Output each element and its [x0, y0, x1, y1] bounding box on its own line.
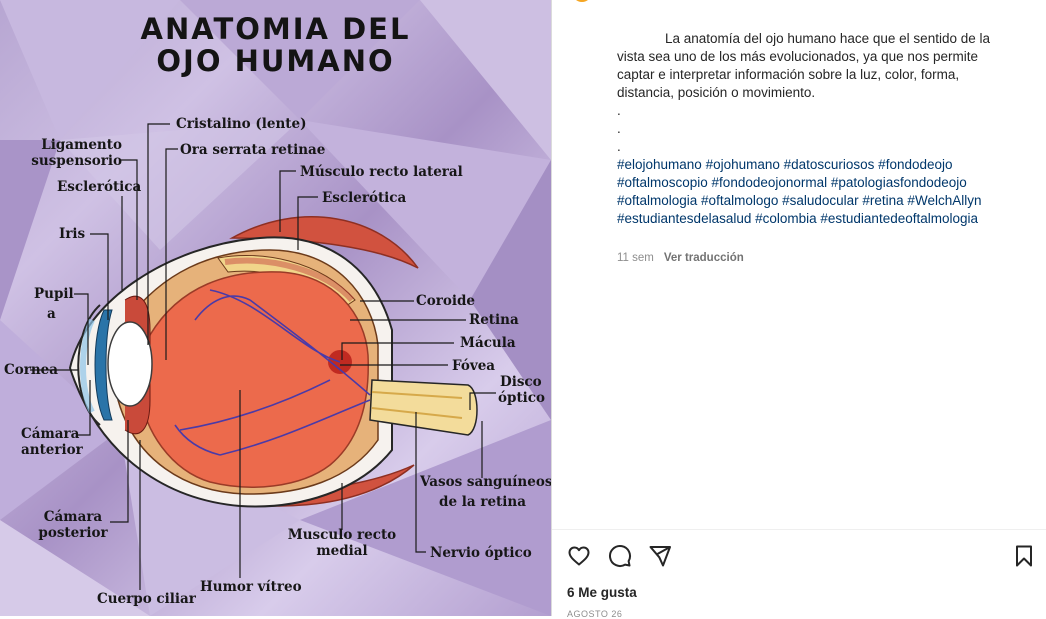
label-cornea: Cornea — [4, 362, 59, 378]
label-disco-2: óptico — [498, 390, 546, 406]
label-esclerotica-left: Esclerótica — [57, 179, 142, 195]
post-hashtags[interactable]: #elojohumano #ojohumano #datoscuriosos #… — [617, 157, 982, 226]
label-musculo-lateral: Músculo recto lateral — [300, 164, 463, 180]
bookmark-icon[interactable] — [1012, 544, 1036, 568]
caption-dot: . — [617, 139, 621, 154]
label-ligamento-2: suspensorio — [31, 153, 122, 169]
post-image[interactable]: ANATOMIA DEL OJO HUMANO — [0, 0, 551, 616]
post-caption: La anatomía del ojo humano hace que el s… — [617, 30, 1017, 156]
post-details-panel: La anatomía del ojo humano hace que el s… — [552, 0, 1046, 616]
translate-link[interactable]: Ver traducción — [663, 252, 744, 264]
label-cuerpo-ciliar: Cuerpo ciliar — [97, 591, 196, 607]
caption-dot: . — [617, 121, 621, 136]
label-esclerotica-right: Esclerótica — [322, 190, 407, 206]
label-vasos-2: de la retina — [439, 494, 526, 510]
panel-divider — [551, 0, 552, 616]
label-pupila-2: a — [47, 306, 56, 322]
leader-lines — [30, 123, 496, 590]
likes-count[interactable]: 6 Me gusta — [567, 585, 637, 600]
label-ligamento-1: Ligamento — [41, 137, 122, 153]
label-macula: Mácula — [460, 335, 516, 351]
label-disco-1: Disco — [500, 374, 542, 390]
eye-diagram — [68, 216, 478, 508]
caption-text: La anatomía del ojo humano hace que el s… — [617, 31, 990, 100]
post-meta: 11 sem Ver traducción — [617, 252, 744, 264]
label-iris: Iris — [59, 226, 86, 242]
label-nervio: Nervio óptico — [430, 545, 532, 561]
label-retina: Retina — [469, 312, 519, 328]
actions-divider — [552, 529, 1046, 530]
comment-icon[interactable] — [608, 544, 632, 568]
label-coroide: Coroide — [416, 293, 476, 309]
label-camara-posterior-2: posterior — [38, 525, 108, 541]
label-musculo-medial-2: medial — [316, 543, 368, 559]
label-camara-anterior-1: Cámara — [21, 426, 80, 442]
label-camara-posterior-1: Cámara — [43, 509, 103, 525]
heart-icon[interactable] — [567, 544, 591, 568]
background-pattern — [0, 0, 551, 616]
share-icon[interactable] — [648, 544, 672, 568]
label-cristalino: Cristalino (lente) — [176, 116, 307, 132]
label-camara-anterior-2: anterior — [21, 442, 83, 458]
time-ago: 11 sem — [617, 252, 654, 264]
label-ora-serrata: Ora serrata retinae — [180, 142, 326, 158]
label-pupila-1: Pupil — [34, 286, 74, 302]
label-fovea: Fóvea — [452, 358, 496, 374]
label-humor: Humor vítreo — [200, 579, 302, 595]
diagram-title-line1: ANATOMIA DEL — [140, 12, 411, 46]
label-musculo-medial-1: Musculo recto — [287, 527, 397, 543]
caption-dot: . — [617, 103, 621, 118]
avatar[interactable] — [572, 0, 592, 2]
diagram-title-line2: OJO HUMANO — [156, 44, 395, 78]
label-vasos-1: Vasos sanguíneos — [420, 474, 551, 490]
post-date: AGOSTO 26 — [567, 609, 623, 619]
